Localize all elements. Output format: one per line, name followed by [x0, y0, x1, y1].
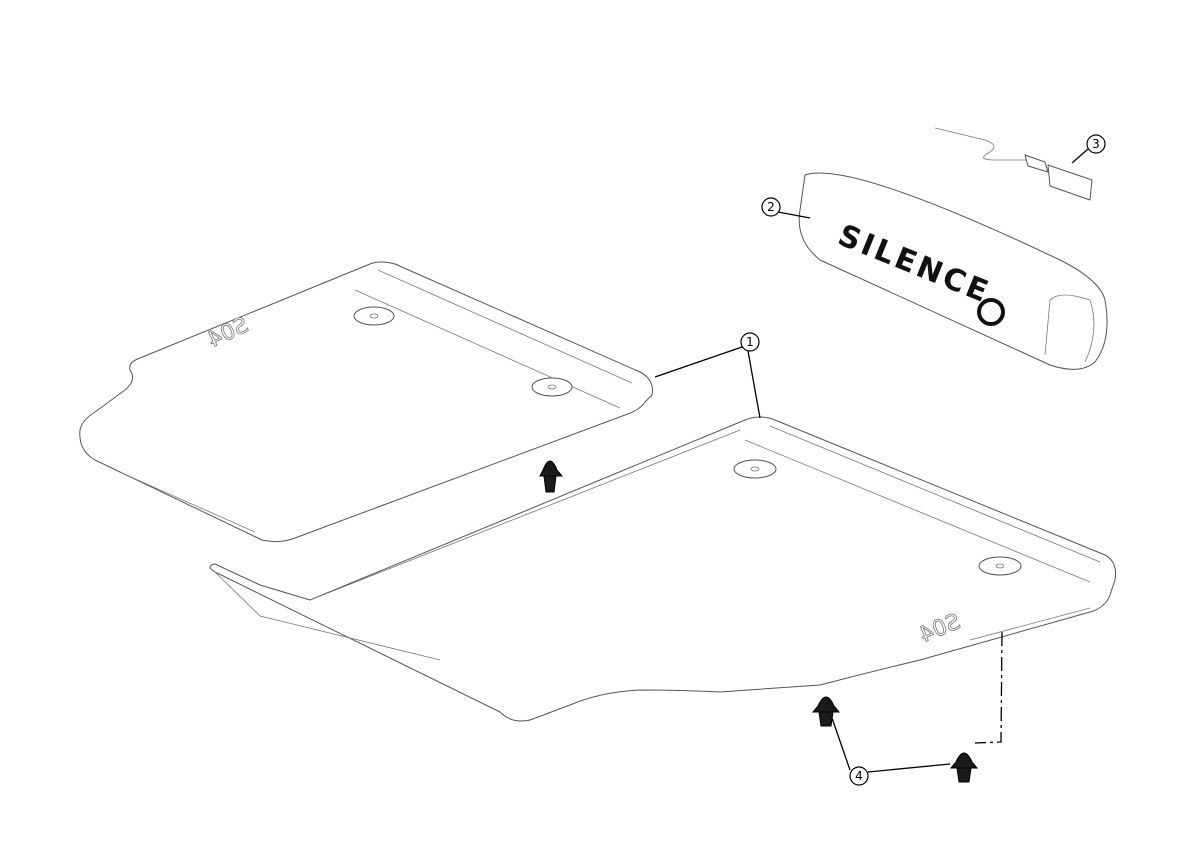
power-cable: [934, 127, 1093, 201]
callout-4: 4: [849, 766, 869, 786]
front-plate: S04: [209, 416, 1116, 722]
fastener: [539, 460, 564, 493]
svg-text:4: 4: [855, 769, 863, 783]
logo-ring-icon: [977, 298, 1005, 326]
callout-1: 1: [740, 332, 760, 352]
fastener: [811, 696, 841, 727]
back-plate: S04: [79, 261, 653, 543]
svg-text:1: 1: [746, 335, 754, 349]
svg-text:3: 3: [1092, 137, 1100, 151]
silence-box: SILENCE: [798, 172, 1108, 370]
svg-text:2: 2: [767, 200, 775, 214]
callout-3: 3: [1086, 134, 1106, 154]
fastener: [949, 752, 979, 783]
plate-marking: S04: [204, 313, 253, 353]
callout-2: 2: [761, 197, 781, 217]
